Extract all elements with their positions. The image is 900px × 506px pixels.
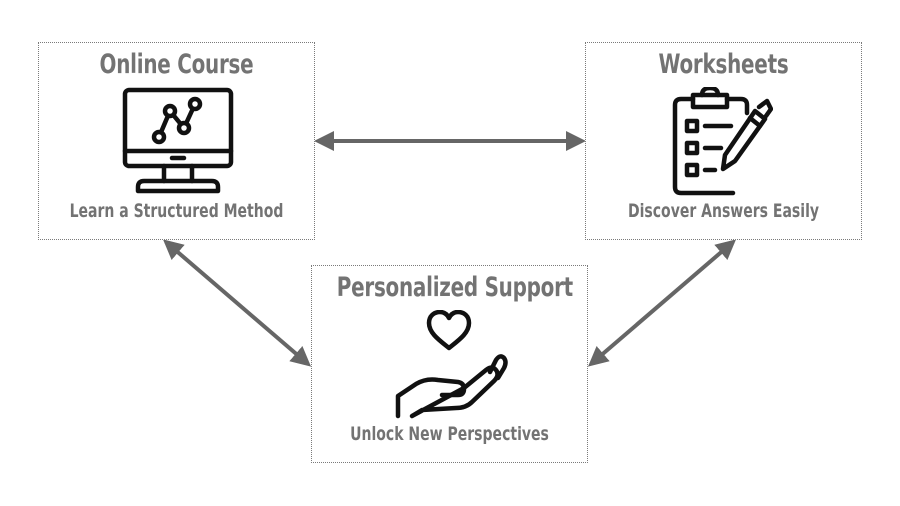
node-caption: Discover Answers Easily [627, 200, 820, 222]
node-online-course: Online Course Learn a Structured Method [38, 42, 315, 240]
computer-chart-icon [122, 87, 234, 194]
node-title: Personalized Support [336, 272, 573, 303]
arrow-online-support [162, 239, 312, 367]
node-caption: Unlock New Perspectives [350, 423, 549, 445]
node-worksheets: Worksheets Discover Answers Easily [585, 42, 862, 240]
heart-hand-icon [395, 310, 508, 419]
node-title: Worksheets [658, 49, 789, 80]
clipboard-checklist-icon [672, 87, 773, 196]
node-title: Online Course [99, 49, 254, 80]
node-caption: Learn a Structured Method [69, 200, 284, 222]
arrow-worksheets-support [587, 239, 737, 367]
node-personalized-support: Personalized Support Unlock New Perspect… [311, 265, 588, 463]
